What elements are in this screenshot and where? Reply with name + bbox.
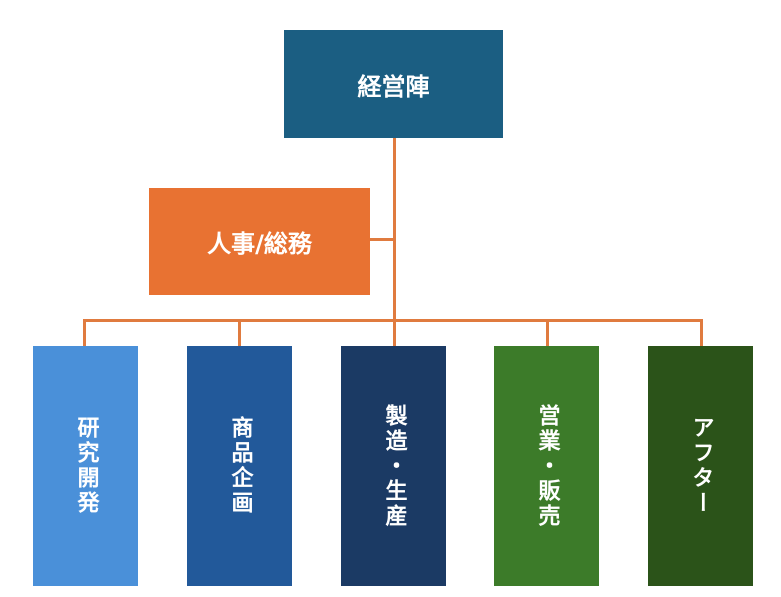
connector-drop-1 [83,319,86,346]
connector-drop-5 [700,319,703,346]
hr-general-affairs-label: 人事/総務 [207,230,312,258]
dept-box-manufacturing: 製造・生産 [341,346,446,586]
dept-box-after-service: アフター [648,346,753,586]
connector-drop-2 [238,319,241,346]
executive-label: 経営陣 [357,72,430,101]
dept-label-sales: 営業・販売 [534,403,560,529]
connector-side [370,238,395,241]
dept-label-product-planning: 商品企画 [227,416,253,516]
connector-drop-3 [393,319,396,346]
dept-box-rnd: 研究開発 [33,346,138,586]
dept-label-rnd: 研究開発 [73,416,99,516]
connector-drop-4 [546,319,549,346]
dept-label-manufacturing: 製造・生産 [381,403,407,529]
dept-label-after-service: アフター [688,416,714,516]
connector-trunk [393,138,396,321]
hr-general-affairs-box: 人事/総務 [149,188,370,295]
executive-box: 経営陣 [284,30,503,138]
dept-box-sales: 営業・販売 [494,346,599,586]
dept-box-product-planning: 商品企画 [187,346,292,586]
